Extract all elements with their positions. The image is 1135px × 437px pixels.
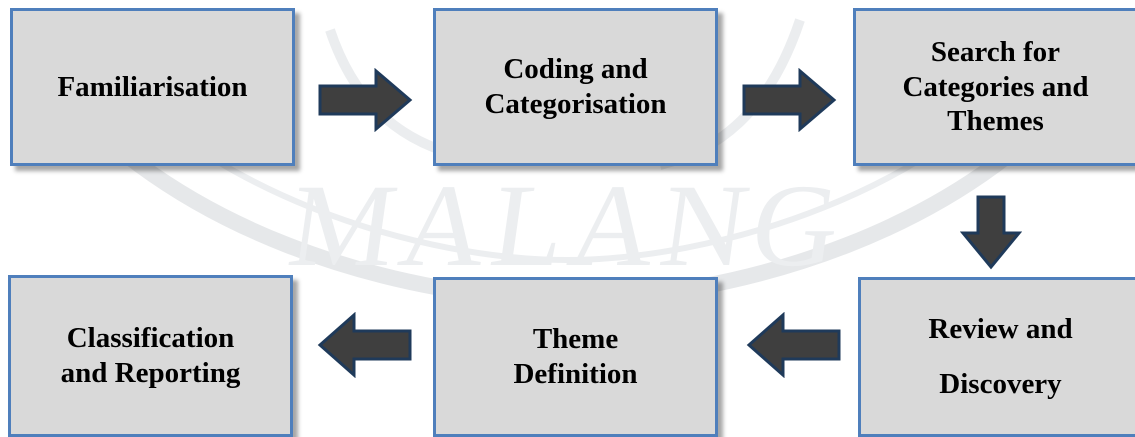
arrow-right-icon <box>742 68 837 132</box>
step-classification-reporting-box: Classification and Reporting <box>8 275 293 437</box>
step-label: Review and Discovery <box>928 312 1073 400</box>
arrow-down-icon <box>960 195 1022 270</box>
step-label: Familiarisation <box>57 70 248 103</box>
step-search-categories-themes-box: Search for Categories and Themes <box>853 8 1135 166</box>
step-label: Classification and Reporting <box>60 322 241 389</box>
step-label: Coding and Categorisation <box>484 53 667 120</box>
arrow-left-icon <box>317 312 412 378</box>
arrow-left-icon <box>746 312 841 378</box>
arrow-right-icon <box>318 68 413 132</box>
step-label: Search for Categories and Themes <box>902 35 1089 138</box>
step-familiarisation-box: Familiarisation <box>10 8 295 166</box>
step-label: Theme Definition <box>513 323 638 390</box>
step-coding-categorisation-box: Coding and Categorisation <box>433 8 718 166</box>
step-review-discovery-box: Review and Discovery <box>858 277 1135 437</box>
step-theme-definition-box: Theme Definition <box>433 277 718 437</box>
